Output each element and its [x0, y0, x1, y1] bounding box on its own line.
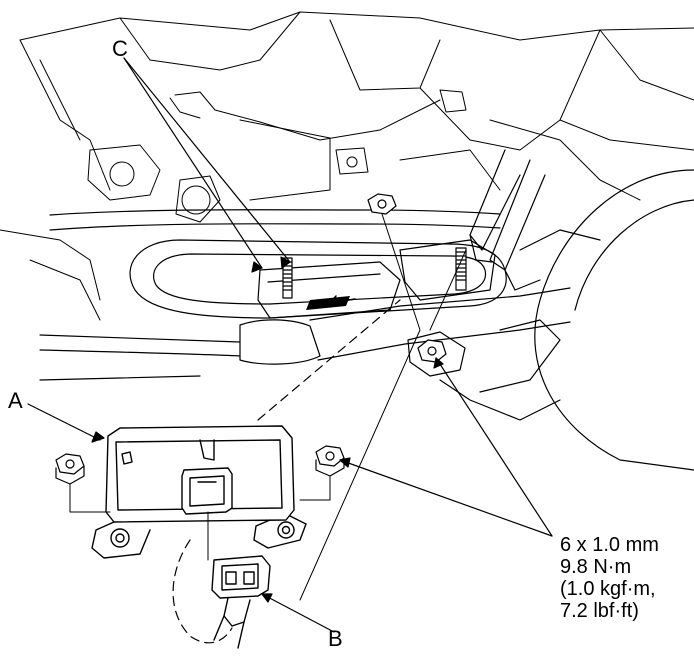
nut-right [315, 445, 345, 477]
bolt-size-text: 6 x 1.0 mm [560, 534, 659, 556]
torque-spec: 6 x 1.0 mm 9.8 N·m (1.0 kgf·m, 7.2 lbf·f… [560, 534, 659, 622]
wire-harness [39, 209, 571, 381]
installation-guide-lines [172, 299, 401, 644]
leader-lines [27, 57, 553, 633]
bolt-lower-right [407, 331, 466, 377]
transmission-housing [439, 169, 694, 471]
nut-upper [367, 193, 397, 215]
sensor-unit-a [91, 425, 307, 559]
harness-bracket [129, 239, 507, 319]
clip-tool [469, 149, 546, 291]
torque-kgfm-text: (1.0 kgf·m, [560, 578, 656, 600]
leader-spec-2 [435, 357, 553, 537]
torque-lbfft-text: 7.2 lbf·ft) [560, 600, 639, 622]
callout-a-label: A [8, 388, 23, 413]
nut-left [55, 453, 85, 485]
torque-nm-text: 9.8 N·m [560, 556, 632, 578]
leader-spec-1 [339, 459, 553, 537]
engine-casting [0, 11, 694, 321]
harness-connector-b [211, 555, 271, 649]
callout-b-label: B [328, 626, 343, 651]
callout-c-label: C [112, 36, 128, 61]
alignment-lines [69, 213, 467, 601]
leader-a [27, 403, 101, 441]
leader-c [123, 57, 263, 269]
leader-b [261, 593, 335, 633]
sensor-mount-bracket [257, 239, 496, 319]
